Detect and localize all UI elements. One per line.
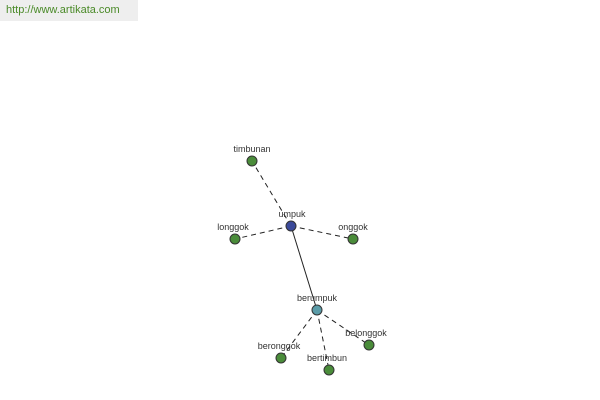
node-label-bertimbun[interactable]: bertimbun: [307, 353, 347, 363]
node-label-beronggok[interactable]: beronggok: [258, 341, 301, 351]
node-beronggok[interactable]: beronggok: [258, 341, 301, 364]
node-label-onggok[interactable]: onggok: [338, 222, 368, 232]
edge-umpuk-onggok: [290, 225, 354, 240]
source-url[interactable]: http://www.artikata.com: [0, 0, 138, 21]
edge-berumpuk-belonggok: [316, 309, 370, 346]
node-label-berumpuk[interactable]: berumpuk: [297, 293, 338, 303]
edge-umpuk-berumpuk: [290, 225, 318, 311]
node-circle-berumpuk[interactable]: [311, 304, 323, 316]
node-timbunan[interactable]: timbunan: [233, 144, 271, 167]
node-label-belonggok[interactable]: belonggok: [345, 328, 387, 338]
graph-edges: [234, 160, 370, 371]
node-label-longgok[interactable]: longgok: [217, 222, 249, 232]
node-circle-belonggok[interactable]: [363, 339, 375, 351]
source-url-text[interactable]: http://www.artikata.com: [6, 4, 120, 16]
node-longgok[interactable]: longgok: [217, 222, 249, 245]
graph-nodes: timbunan longgok umpuk onggok berumpuk berong…: [217, 144, 387, 376]
node-umpuk[interactable]: umpuk: [278, 209, 306, 232]
edge-berumpuk-bertimbun: [316, 309, 330, 371]
node-circle-beronggok[interactable]: [275, 352, 287, 364]
node-circle-timbunan[interactable]: [246, 155, 258, 167]
node-circle-bertimbun[interactable]: [323, 364, 335, 376]
node-belonggok[interactable]: belonggok: [345, 328, 387, 351]
edge-umpuk-timbunan: [251, 160, 292, 227]
node-label-timbunan[interactable]: timbunan: [233, 144, 270, 154]
edge-berumpuk-beronggok: [280, 309, 318, 359]
node-label-umpuk[interactable]: umpuk: [278, 209, 306, 219]
node-circle-longgok[interactable]: [229, 233, 241, 245]
node-onggok[interactable]: onggok: [338, 222, 368, 245]
edge-umpuk-longgok: [234, 225, 292, 240]
node-circle-onggok[interactable]: [347, 233, 359, 245]
node-circle-umpuk[interactable]: [285, 220, 297, 232]
node-berumpuk[interactable]: berumpuk: [297, 293, 338, 316]
node-bertimbun[interactable]: bertimbun: [307, 353, 347, 376]
